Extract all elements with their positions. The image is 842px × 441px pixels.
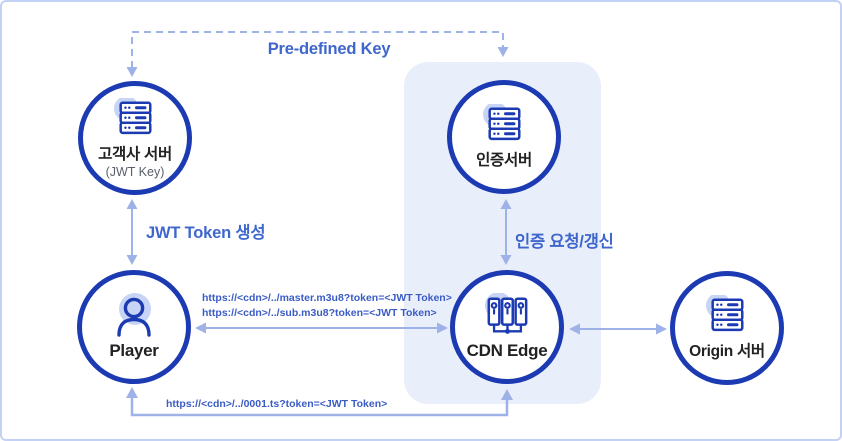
manifest-url-line1: https://<cdn>/../master.m3u8?token=<JWT … — [202, 292, 452, 304]
node-label: CDN Edge — [466, 341, 548, 360]
jwt-token-arrowheads — [126, 199, 138, 265]
auth-request-arrowheads — [500, 199, 512, 265]
node-sublabel: (JWT Key) — [105, 164, 165, 179]
predefined-key-dashed-connector — [131, 31, 504, 68]
node-label: 인증서버 — [476, 152, 532, 169]
jwt-token-create-label: JWT Token 생성 — [146, 224, 266, 242]
manifest-url-labels: https://<cdn>/../master.m3u8?token=<JWT … — [202, 291, 452, 321]
predefined-key-label: Pre-defined Key — [267, 40, 391, 58]
server-icon — [111, 95, 159, 140]
node-customer-server: 고객사 서버 (JWT Key) — [78, 81, 192, 195]
player-cdn-arrowheads — [195, 322, 448, 334]
node-label: Player — [109, 341, 159, 360]
node-origin-server: Origin 서버 — [670, 271, 784, 385]
user-icon — [109, 293, 159, 339]
manifest-url-line2: https://<cdn>/../sub.m3u8?token=<JWT Tok… — [202, 307, 437, 319]
node-player: Player — [77, 270, 191, 384]
node-auth-server: 인증서버 — [447, 80, 561, 194]
predefined-key-arrowheads — [126, 47, 509, 77]
segment-url-label: https://<cdn>/../0001.ts?token=<JWT Toke… — [166, 398, 388, 410]
node-cdn-edge: CDN Edge — [450, 270, 564, 384]
segment-url-connector — [130, 397, 509, 417]
node-label: 고객사 서버 — [98, 145, 172, 163]
server-rack-icon — [481, 292, 533, 339]
node-label: Origin 서버 — [689, 343, 765, 360]
segment-url-arrowheads — [126, 387, 513, 400]
server-icon — [703, 293, 751, 337]
cdn-origin-arrowheads — [569, 323, 667, 335]
auth-request-renew-label: 인증 요청/갱신 — [515, 233, 614, 251]
server-icon — [480, 102, 528, 146]
